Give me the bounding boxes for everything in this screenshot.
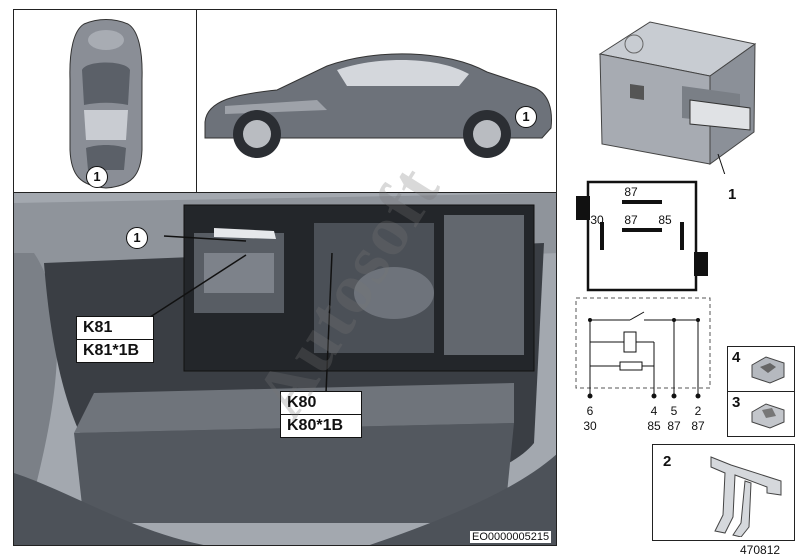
top-view-panel: 1 [13, 9, 197, 193]
callout-side-view: 1 [515, 106, 537, 128]
bracket-2-illustration [710, 456, 782, 537]
relay-face-pin-top: 87 [624, 185, 638, 199]
image-code: EO0000005215 [470, 531, 552, 543]
schematic-pin-1-num: 4 [650, 404, 658, 418]
schematic-pin-2-num: 5 [670, 404, 678, 418]
label-k81: K81 [76, 316, 154, 340]
label-k81-1b: K81*1B [76, 339, 154, 363]
part-number-2: 2 [663, 453, 672, 470]
relay-pin-face [576, 180, 708, 292]
part-4-box: 4 [727, 346, 795, 392]
car-side-view-illustration [204, 53, 552, 158]
schematic-pin-1-term: 85 [647, 419, 661, 433]
relay-illustration [598, 21, 757, 174]
part-2-box: 2 [652, 444, 795, 541]
part-number-3: 3 [732, 394, 741, 411]
label-k81-group: K81 K81*1B [76, 316, 154, 363]
relay-schematic [575, 297, 711, 399]
schematic-pin-3-num: 2 [694, 404, 702, 418]
part-3-box: 3 [727, 391, 795, 437]
part-number-4: 4 [732, 349, 741, 366]
relay-face-pin-center: 87 [624, 213, 638, 227]
part-number-relay: 1 [728, 186, 737, 203]
trunk-view-panel: 1 K81 K81*1B K80 K80*1B EO0000005215 [13, 192, 557, 546]
relay-face-pin-right: 85 [658, 213, 672, 227]
schematic-pin-0-term: 30 [583, 419, 597, 433]
callout-top-view: 1 [86, 166, 108, 188]
label-k80-group: K80 K80*1B [280, 391, 362, 438]
label-k80: K80 [280, 391, 362, 415]
schematic-pin-3-term: 87 [691, 419, 705, 433]
clip-3-illustration [751, 403, 785, 429]
callout-main-view: 1 [126, 227, 148, 249]
schematic-pin-0-num: 6 [586, 404, 594, 418]
trunk-illustration [14, 193, 556, 545]
side-view-panel: 1 [196, 9, 557, 193]
relay-face-pin-left: 30 [590, 213, 604, 227]
label-k80-1b: K80*1B [280, 414, 362, 438]
car-top-view-illustration [69, 19, 143, 189]
schematic-pin-2-term: 87 [667, 419, 681, 433]
diagram-number: 470812 [740, 543, 781, 557]
clip-4-illustration [751, 356, 785, 384]
